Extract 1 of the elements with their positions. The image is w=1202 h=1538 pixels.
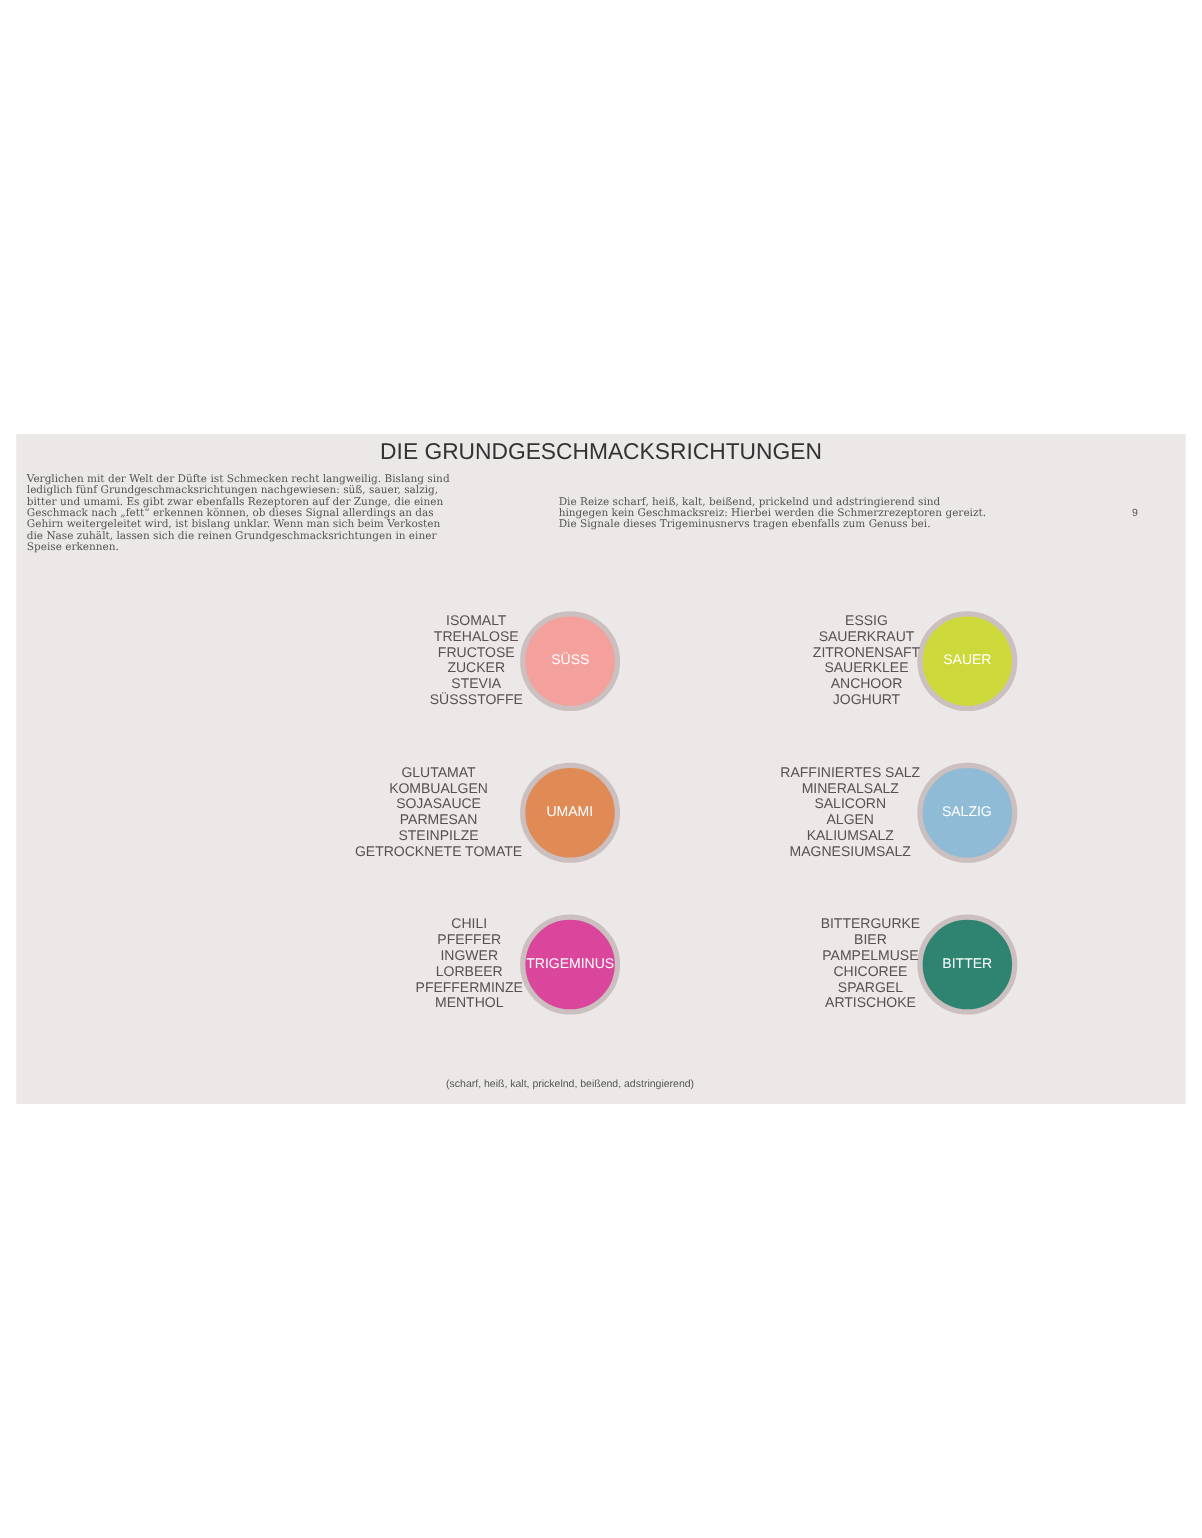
diagram-title: DIE GRUNDGESCHMACKSRICHTUNGEN [380, 441, 822, 466]
